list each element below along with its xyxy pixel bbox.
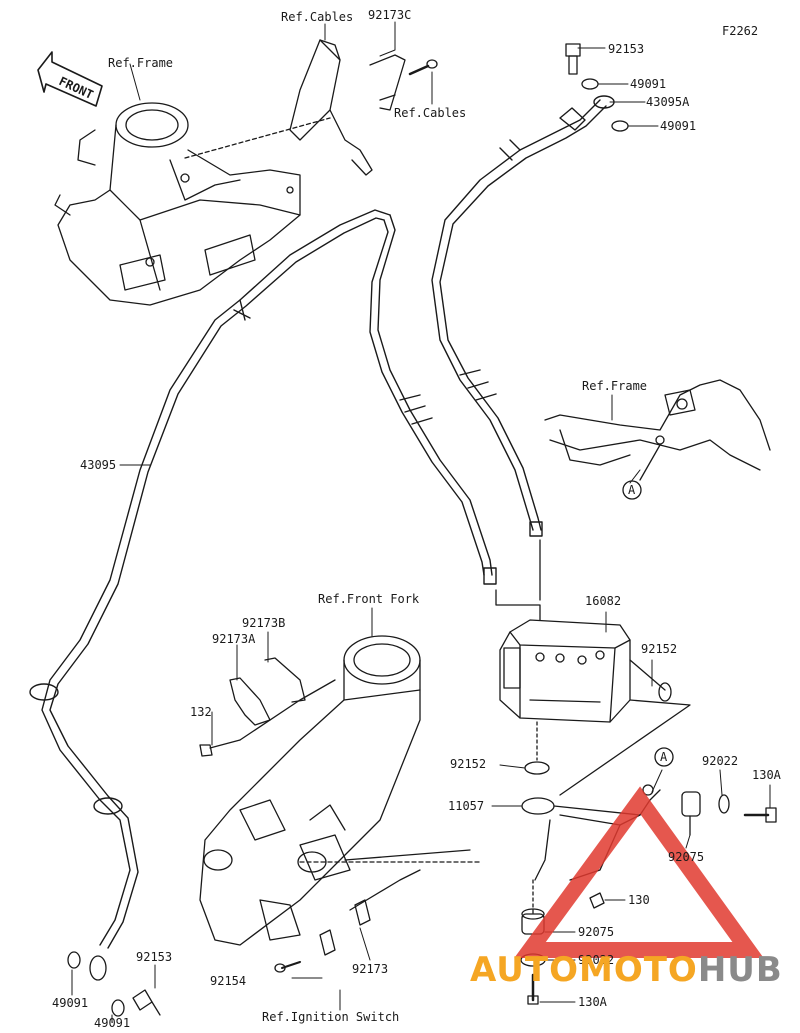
part-92075-right-label: 92075 [668,850,705,864]
bracket-92173 [274,849,481,973]
frame-head-drawing [54,102,301,306]
part-92022-bottom-label: 92022 [578,953,615,967]
part-92152-left-label: 92152 [450,757,487,771]
part-130a-bottom-label: 130A [578,995,607,1009]
watermark-triangle [514,786,764,958]
cable-bracket-92173c [289,39,406,176]
marker-a-frame: A [628,483,636,497]
part-49091-d-label: 49091 [94,1016,131,1030]
part-43095-label: 43095 [80,458,117,472]
watermark-text: AUTOMOTOHUB [470,950,783,990]
part-92022-right-label: 92022 [702,754,739,768]
abs-unit-16082 [495,539,691,796]
watermark-part2: MOTO [578,950,698,990]
part-92173b-label: 92173B [242,616,286,630]
part-92173c-label: 92173C [368,8,412,22]
part-16082-label: 16082 [585,594,622,608]
part-49091-b-label: 49091 [660,119,697,133]
brake-hose-43095 [29,209,497,949]
frame-right-drawing [544,379,771,481]
watermark-part3: HUB [697,950,783,990]
ref-cables-mid-label: Ref.Cables [394,106,467,120]
part-130a-right-label: 130A [752,768,781,782]
part-92153-bottom-label: 92153 [136,950,173,964]
lower-stack [520,879,546,1005]
part-132-label: 132 [190,705,212,719]
part-130-label: 130 [628,893,650,907]
brake-hose-43095a [431,95,615,537]
part-92173a-label: 92173A [212,632,256,646]
part-49091-a-label: 49091 [630,77,667,91]
ref-frame-right-label: Ref.Frame [582,379,648,393]
grommet-92152 [524,721,550,775]
front-arrow-icon: FRONT [37,51,103,107]
ref-ignition-switch-label: Ref.Ignition Switch [262,1010,400,1024]
figure-code: F2262 [722,24,759,38]
watermark-part1: AUTO [470,950,579,990]
ref-frame-top-label: Ref.Frame [108,56,174,70]
part-11057-label: 11057 [448,799,485,813]
part-49091-c-label: 49091 [52,996,89,1010]
part-92152-right-label: 92152 [641,642,678,656]
bracket-92173a-b [199,657,336,757]
marker-a-bracket: A [660,750,668,764]
part-92173-label: 92173 [352,962,389,976]
part-92153-top-label: 92153 [608,42,645,56]
part-92154-label: 92154 [210,974,247,988]
grommet-92075-right [681,791,777,836]
ref-front-fork-label: Ref.Front Fork [318,592,420,606]
banjo-fittings-bottom [67,951,161,1017]
part-43095a-label: 43095A [646,95,690,109]
banjo-bolt-top [565,43,629,132]
part-92075-bottom-label: 92075 [578,925,615,939]
front-fork-drawing [199,635,421,946]
ref-cables-top-label: Ref.Cables [281,10,354,24]
